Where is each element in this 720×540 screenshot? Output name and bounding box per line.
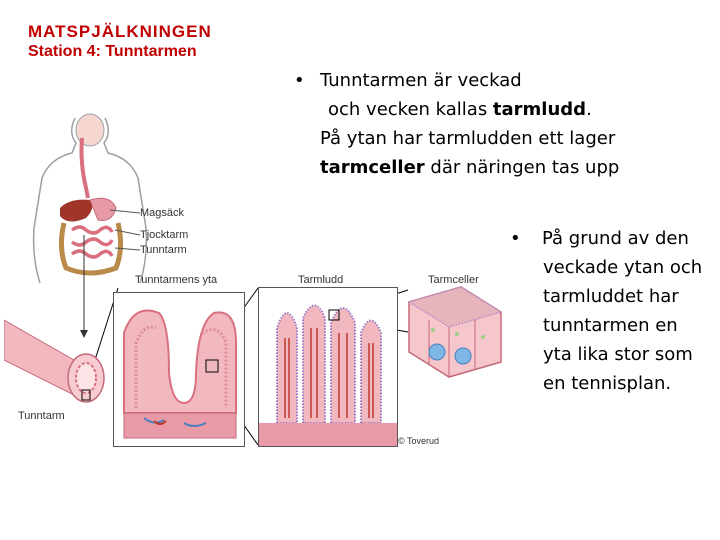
label-tunntarm-top: Tunntarm: [140, 244, 187, 256]
label-tunntarmens-yta: Tunntarmens yta: [135, 274, 217, 286]
bullet-point-2: •På grund av den veckade ytan och tarmlu…: [510, 224, 720, 398]
bullet2-line1: På grund av den: [542, 228, 689, 249]
bullet2-line2: veckade ytan och: [510, 253, 720, 282]
bullet-dot: •: [510, 224, 542, 253]
label-tjocktarm: Tjocktarm: [140, 229, 188, 241]
bullet1-line1: Tunntarmen är veckad: [320, 70, 522, 91]
panel-villi: [258, 287, 398, 447]
intestine-tube-icon: [4, 300, 114, 410]
label-tarmludd: Tarmludd: [298, 274, 343, 286]
bullet2-line6: en tennisplan.: [510, 369, 720, 398]
label-tunntarm-bottom: Tunntarm: [18, 410, 65, 422]
title-line-1: MATSPJÄLKNINGEN: [28, 22, 212, 42]
bullet2-line4: tunntarmen en: [510, 311, 720, 340]
bullet1-line4-text: där näringen tas upp: [425, 157, 620, 178]
enterocytes-icon: [405, 282, 505, 382]
slide-title: MATSPJÄLKNINGEN Station 4: Tunntarmen: [28, 22, 212, 62]
bullet1-term-tarmludd: tarmludd: [493, 99, 586, 120]
bullet2-line3: tarmluddet har: [510, 282, 720, 311]
copyright-credit: © Toverud: [398, 436, 439, 446]
label-magsack: Magsäck: [140, 207, 184, 219]
intestine-illustration: Magsäck Tjocktarm Tunntarm Tunntarmens y…: [0, 100, 450, 460]
bullet2-line5: yta lika stor som: [510, 340, 720, 369]
bullet1-line2-period: .: [586, 99, 592, 120]
bullet-dot: •: [294, 66, 320, 95]
panel-intestine-surface: [113, 292, 245, 447]
title-line-2: Station 4: Tunntarmen: [28, 42, 212, 62]
